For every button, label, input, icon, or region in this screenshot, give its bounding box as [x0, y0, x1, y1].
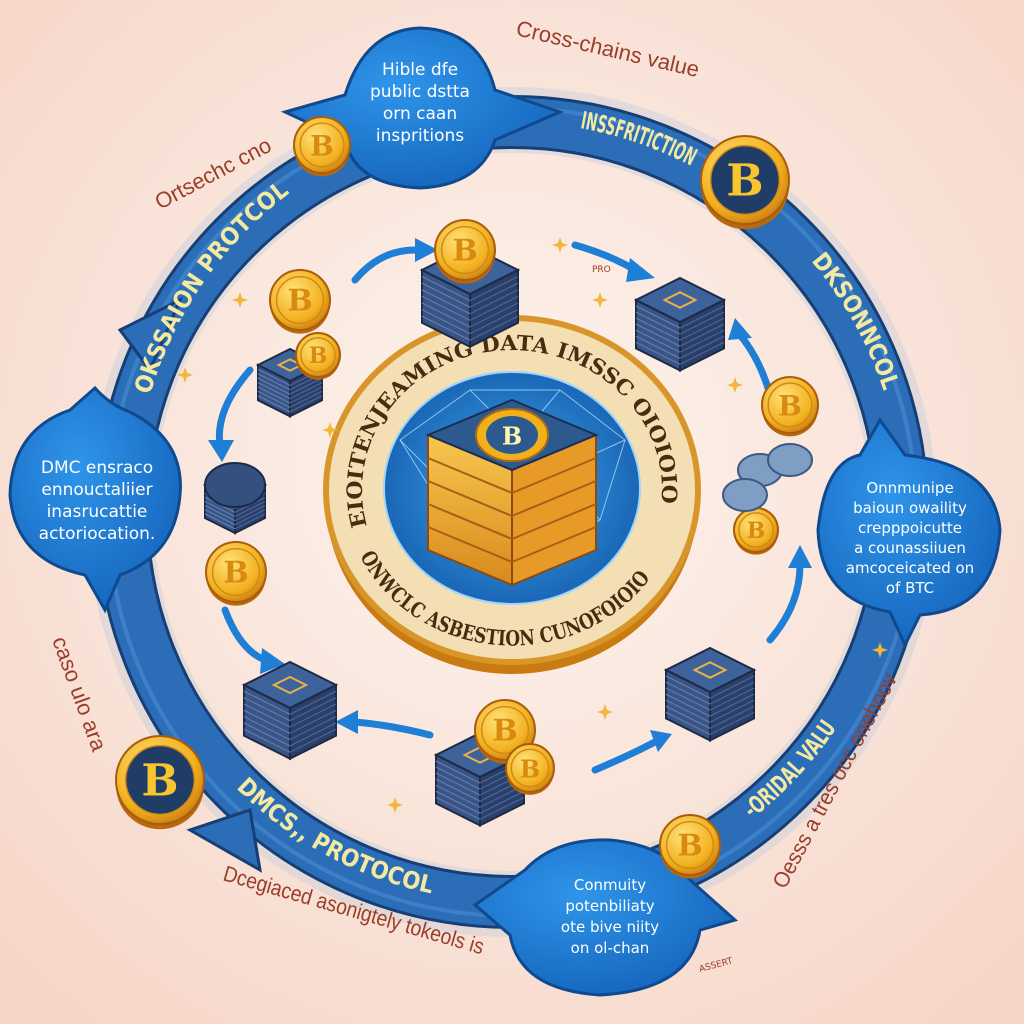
diamond-emblem-icon: [692, 661, 728, 679]
bitcoin-symbol: B: [520, 755, 540, 784]
bubble-right-text: Onnmunipe baioun owaility crepppoicutte a c…: [846, 479, 974, 597]
bitcoin-coin-icon: B: [295, 332, 341, 380]
silver-coin-icon: [722, 478, 768, 512]
ring-arrowhead: [186, 808, 262, 873]
sparkle-icon: [232, 292, 248, 308]
ring-arrowhead: [117, 296, 183, 373]
bubble-line: amcoceicated on: [846, 559, 974, 577]
bubble-bottom: Conmuity potenbiliaty ote bive niity on ol-…: [472, 838, 739, 997]
bitcoin-symbol: B: [677, 829, 702, 864]
bitcoin-symbol: B: [310, 130, 334, 163]
bitcoin-coin-icon: B: [505, 743, 555, 795]
block-stack: [663, 646, 757, 743]
bubble-line: potenbiliaty: [565, 897, 654, 915]
bubble-line: public dstta: [370, 82, 470, 102]
bubble-line: baioun owaility: [853, 499, 967, 517]
arrow-right-lower: [766, 561, 804, 644]
bubble-line: ote bive niity: [561, 918, 659, 936]
sparkle-icon: [872, 642, 888, 658]
arrow-left-lower: [221, 606, 269, 664]
bitcoin-coin-icon: B: [115, 735, 205, 830]
bubble-line: of BTC: [886, 579, 934, 597]
sparkle-icon: [552, 237, 568, 253]
bitcoin-symbol: B: [287, 284, 312, 319]
center-coin: EIOITENJEAMING DATA IMSSC OIOIOIO ONWCLC…: [323, 315, 701, 674]
bubble-line: inasrucattie: [47, 502, 148, 522]
diamond-emblem-icon: [662, 291, 698, 309]
bitcoin-coin-icon: B: [733, 507, 779, 555]
arrow-bottom-right: [591, 738, 659, 774]
bitcoin-coin-icon: B: [761, 376, 819, 437]
bubble-line: DMC ensraco: [41, 458, 153, 478]
bitcoin-coin-icon: B: [293, 116, 351, 177]
bitcoin-symbol: B: [502, 422, 522, 451]
bubble-line: Conmuity: [574, 876, 646, 894]
arrow-bottom-left: [351, 718, 434, 739]
blue-token-icon: [204, 462, 266, 508]
gold-block-stack: B: [425, 398, 599, 587]
bubble-line: on ol-chan: [571, 939, 650, 957]
bubble-bottom-text: Conmuity potenbiliaty ote bive niity on ol-…: [561, 876, 659, 957]
arrow-top-left: [351, 246, 419, 284]
bitcoin-symbol: B: [309, 343, 328, 369]
bubble-line: orn caan: [383, 104, 457, 124]
block-stacks: [202, 244, 757, 828]
bitcoin-coin-icon: B: [269, 269, 331, 334]
bitcoin-symbol: B: [452, 234, 477, 269]
sparkle-icon: [387, 797, 403, 813]
bubble-line: crepppoicutte: [858, 519, 962, 537]
bitcoin-coin-icon: B: [659, 814, 721, 879]
bitcoin-symbol: B: [223, 556, 248, 591]
bitcoin-coin-icon: B: [205, 541, 267, 606]
sparkle-icon: [177, 367, 193, 383]
bitcoin-symbol: B: [726, 156, 763, 207]
bubble-line: inspritions: [376, 126, 464, 146]
sparkle-icon: [592, 292, 608, 308]
bitcoin-coin-icon: B: [434, 219, 496, 284]
bubble-line: ennouctaliier: [41, 480, 152, 500]
bubble-line: Onnmunipe: [866, 479, 953, 497]
bubble-right: Onnmunipe baioun owaility crepppoicutte a c…: [816, 417, 1002, 649]
arrow-left-down: [215, 366, 254, 449]
bitcoin-symbol: B: [778, 390, 802, 423]
block-stack: [633, 276, 727, 373]
tiny-label-pro: PRO: [592, 265, 611, 275]
sparkle-icon: [597, 704, 613, 720]
bitcoin-symbol: B: [492, 714, 517, 749]
silver-coin-icon: [767, 443, 813, 477]
inner-arrowheads: [208, 238, 812, 752]
sparkle-icon: [322, 422, 338, 438]
bitcoin-symbol: B: [141, 756, 178, 807]
diamond-emblem-icon: [271, 675, 309, 695]
bubble-line: actoriocation.: [39, 524, 156, 544]
bubble-line: a counassiiuen: [854, 539, 966, 557]
bitcoin-coin-icon: B: [700, 135, 790, 230]
block-stack: [241, 660, 339, 761]
bubble-line: Hible dfe: [382, 60, 458, 80]
bitcoin-symbol: B: [747, 518, 766, 544]
sparkle-icon: [727, 377, 743, 393]
